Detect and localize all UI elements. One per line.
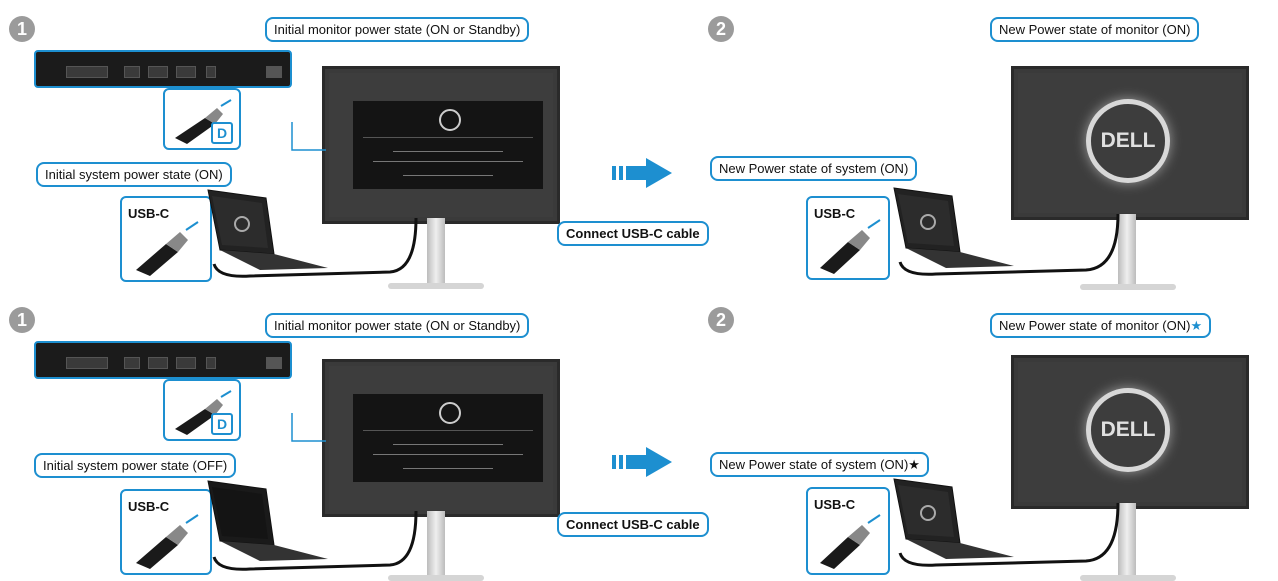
usb-c-cable-callout-right [806, 487, 890, 575]
monitor-osd-message [353, 101, 543, 189]
step-2-badge: 2 [708, 16, 734, 42]
displayport-cable-callout: D [163, 88, 241, 150]
arrow-right-icon [612, 158, 672, 188]
displayport-plug-icon [175, 390, 232, 435]
dell-logo-icon: DELL [1086, 388, 1170, 472]
monitor-osd-message [353, 394, 543, 482]
displayport-plug-icon [175, 99, 232, 144]
scenario-panel-1: 1 D Initial monitor power state (ON or S… [0, 0, 1278, 290]
displayport-cable-callout: D [163, 379, 241, 441]
usb-c-cable [898, 214, 1120, 276]
initial-system-power-state-label: Initial system power state (ON) [36, 162, 232, 187]
monitor-stand [1118, 503, 1136, 577]
laptop-on [893, 478, 1014, 559]
monitor-stand [427, 511, 445, 577]
monitor-stand-base [388, 575, 484, 581]
monitor-stand-base [388, 283, 484, 289]
laptop-on [207, 189, 328, 270]
usb-c-plug-icon [820, 514, 881, 569]
asterisk-star-icon: ★ [908, 457, 920, 472]
initial-monitor-power-state-label: Initial monitor power state (ON or Stand… [265, 313, 530, 338]
monitor-stand-base [1080, 575, 1176, 581]
usb-c-plug-icon [136, 514, 199, 569]
connect-usb-c-cable-label: Connect USB-C cable [557, 512, 709, 537]
new-system-power-state-label: New Power state of system (ON) [710, 156, 918, 181]
usb-c-cable [212, 511, 418, 571]
dell-logo-icon: DELL [1086, 99, 1170, 183]
usb-c-cable [212, 218, 418, 278]
step-1-badge: 1 [9, 307, 35, 333]
step-2-badge: 2 [708, 307, 734, 333]
leader-line [291, 413, 326, 442]
usb-c-cable-callout-right [806, 196, 890, 280]
leader-line [291, 122, 326, 151]
connect-usb-c-cable-label: Connect USB-C cable [557, 221, 709, 246]
usb-c-cable [898, 503, 1120, 567]
new-system-power-state-text: New Power state of system (ON) [719, 457, 909, 472]
monitor-new-on: DELL [1011, 66, 1249, 220]
usb-c-label-left: USB-C [128, 499, 170, 514]
monitor-stand [1118, 214, 1136, 286]
new-system-power-state-text: New Power state of system (ON) [719, 161, 909, 176]
monitor-initial [322, 66, 560, 224]
arrow-right-icon [612, 447, 672, 477]
usb-c-label-right: USB-C [814, 206, 856, 221]
initial-system-power-state-label: Initial system power state (OFF) [34, 453, 237, 478]
new-monitor-power-state-label: New Power state of monitor (ON) [990, 17, 1200, 42]
usb-c-label-right: USB-C [814, 497, 856, 512]
step-1-badge: 1 [9, 16, 35, 42]
monitor-new-on: DELL [1011, 355, 1249, 509]
initial-monitor-power-state-label: Initial monitor power state (ON or Stand… [265, 17, 530, 42]
new-monitor-power-state-label: New Power state of monitor (ON)★ [990, 313, 1212, 338]
docking-station [34, 341, 292, 379]
monitor-stand-base [1080, 284, 1176, 290]
new-monitor-power-state-text: New Power state of monitor (ON) [999, 22, 1191, 37]
new-system-power-state-label: New Power state of system (ON)★ [710, 452, 929, 477]
asterisk-star-icon: ★ [1190, 318, 1203, 333]
monitor-stand [427, 218, 445, 286]
monitor-initial [322, 359, 560, 517]
usb-c-cable-callout-left [120, 196, 212, 282]
displayport-icon: D [211, 413, 233, 435]
scenario-panel-2: 1 D Initial monitor power state (ON or S… [0, 291, 1278, 581]
dell-osd-logo-icon [439, 109, 461, 131]
laptop-off [207, 480, 328, 561]
usb-c-plug-icon [136, 221, 199, 276]
new-monitor-power-state-text: New Power state of monitor (ON) [999, 318, 1191, 333]
dell-osd-logo-icon [439, 402, 461, 424]
displayport-icon: D [211, 122, 233, 144]
usb-c-cable-callout-left [120, 489, 212, 575]
laptop-on [893, 187, 1014, 268]
usb-c-label-left: USB-C [128, 206, 170, 221]
docking-station [34, 50, 292, 88]
usb-c-plug-icon [820, 219, 881, 274]
